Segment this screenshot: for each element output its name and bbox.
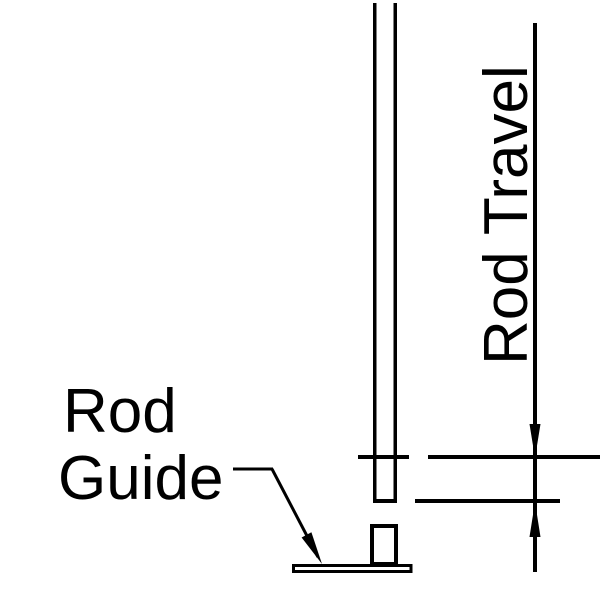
dimension-arrow-up-icon [529, 502, 541, 537]
dimension-arrow-down-icon [529, 424, 541, 458]
dimension-line [533, 23, 537, 572]
leader-arrowhead-icon [301, 532, 322, 564]
rod-left-edge-line [373, 3, 377, 503]
rod-position-tick [358, 455, 409, 459]
rod-guide-base-plate [292, 564, 413, 573]
rod-guide-label-line1: Rod [63, 377, 177, 446]
rod-bottom-cap-line [373, 499, 397, 503]
extension-line-upper [428, 455, 600, 459]
rod-travel-label: Rod Travel [472, 65, 541, 365]
rod-guide-boss [370, 524, 398, 566]
rod-right-edge-line [393, 3, 397, 503]
rod-guide-label-line2: Guide [58, 444, 223, 513]
leader-line-horizontal [233, 467, 273, 471]
extension-line-lower [415, 499, 560, 503]
